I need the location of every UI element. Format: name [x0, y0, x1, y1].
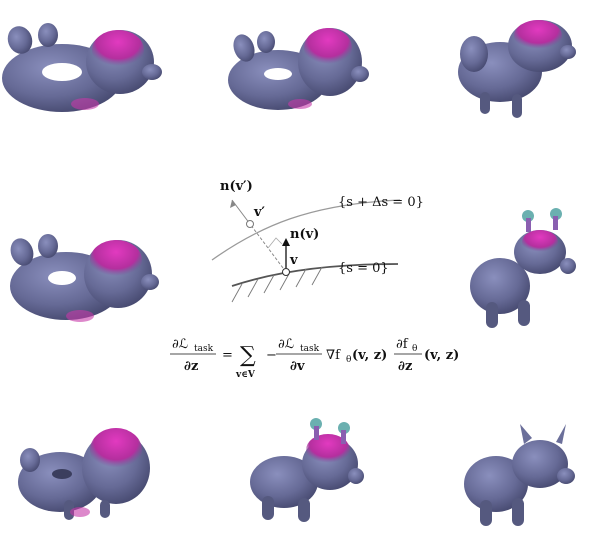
frac2-denominator: ∂v — [290, 359, 305, 374]
gradient-formula-svg: ∂ℒ task ∂z = ∑ v∈V − ∂ℒ task ∂v ∇f θ (v,… — [170, 337, 459, 380]
mesh-panel-torus-dog-3 — [0, 186, 200, 372]
mesh-panel-torus-dog-back — [0, 372, 200, 558]
frac2-numerator: ∂ℒ — [278, 337, 294, 352]
dog-cow-mesh — [458, 20, 576, 118]
torus-dog-mesh — [10, 234, 159, 322]
frac3-numerator: ∂f — [396, 337, 409, 352]
gradient-term: ∇f — [326, 348, 341, 363]
torus-dog-mesh — [2, 23, 162, 112]
normal-label: n(v) — [290, 227, 319, 242]
lhs-numerator: ∂ℒ — [172, 337, 188, 352]
torus-dog-back-mesh — [18, 428, 150, 520]
minus-sign: − — [266, 348, 277, 363]
vertex-label: v — [289, 253, 298, 268]
normal-prime-label: n(v′) — [220, 179, 253, 194]
mesh-panel-torus-dog-1 — [0, 0, 200, 186]
equals-sign: = — [222, 348, 233, 363]
mesh-panel-cow — [400, 372, 600, 558]
mesh-panel-cow-horns-1 — [400, 186, 600, 372]
level-set-diagram-svg: n(v′) v′ n(v) v {s + Δs = 0} {s = 0} — [211, 179, 424, 303]
frac3-numerator-sub: θ — [412, 344, 417, 354]
frac2-numerator-sub: task — [300, 344, 320, 354]
sum-subscript: v∈V — [235, 370, 256, 380]
gradient-formula: ∂ℒ task ∂z = ∑ v∈V − ∂ℒ task ∂v ∇f θ (v,… — [160, 330, 470, 380]
vertex-prime-label: v′ — [253, 205, 266, 220]
frac3-denominator: ∂z — [398, 359, 412, 374]
mesh-panel-torus-dog-2 — [200, 0, 400, 186]
args-2: (v, z) — [424, 348, 459, 363]
gradient-sub: θ — [346, 355, 351, 365]
level-set-diagram: n(v′) v′ n(v) v {s + Δs = 0} {s = 0} — [170, 168, 460, 318]
cow-horns-mesh — [250, 418, 364, 522]
cow-mesh — [464, 424, 575, 526]
lhs-numerator-sub: task — [194, 344, 214, 354]
shifted-level-set-label: {s + Δs = 0} — [338, 195, 424, 210]
args-1: (v, z) — [352, 348, 387, 363]
cow-horns-mesh — [470, 208, 576, 328]
torus-dog-mesh — [228, 28, 369, 110]
mesh-panel-cow-horns-2 — [200, 372, 400, 558]
sum-symbol: ∑ — [240, 343, 256, 368]
mesh-panel-dog-cow — [400, 0, 600, 186]
level-set-label: {s = 0} — [338, 261, 389, 276]
lhs-denominator: ∂z — [184, 359, 198, 374]
